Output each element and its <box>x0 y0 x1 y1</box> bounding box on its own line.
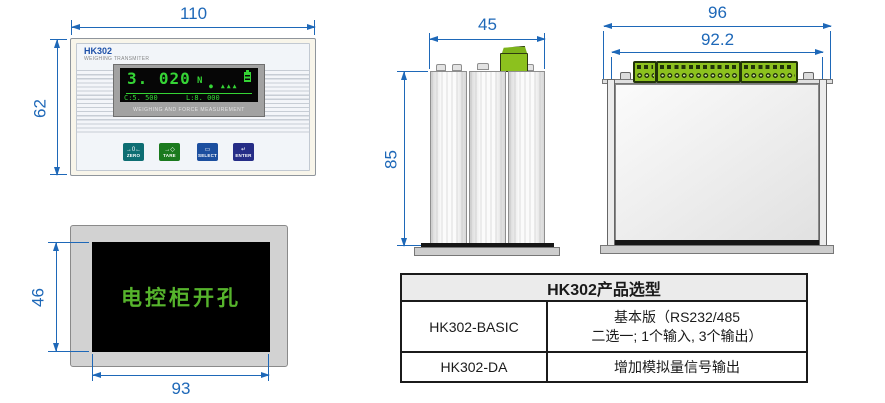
terminal-block-aux <box>740 61 798 83</box>
side-height-dimension-label: 85 <box>381 150 401 169</box>
screen-divider-line <box>126 93 252 94</box>
front-width-dimension-label: 110 <box>179 4 208 23</box>
select-button-label: SELECT <box>198 152 217 158</box>
extension-line <box>48 351 89 352</box>
side-height-dimension-line <box>401 71 407 247</box>
wire-slots <box>660 65 737 69</box>
mounting-tab <box>436 64 446 71</box>
cutout-height-dimension-label: 46 <box>28 288 48 307</box>
extension-line <box>50 39 67 40</box>
terminal-block-main <box>656 61 741 83</box>
rear-inner-dimension-line <box>611 49 824 55</box>
zero-button-label: ZERO <box>126 152 141 158</box>
zero-button[interactable]: →0← ZERO <box>123 143 144 161</box>
extension-line <box>48 242 89 243</box>
extension-line <box>397 71 428 72</box>
rear-outer-dimension-label: 96 <box>708 3 727 22</box>
product-selection-table: HK302产品选型 HK302-BASIC 基本版（RS232/485 二选一;… <box>400 273 808 383</box>
housing-rib-section <box>469 71 506 245</box>
zero-icon: →0← <box>125 146 142 153</box>
front-width-dimension-line <box>71 24 316 30</box>
limit-readout: L:8. 000 <box>186 94 220 102</box>
table-row: HK302-DA 增加模拟量信号输出 <box>402 353 806 381</box>
brand-label: HK302 <box>84 46 113 56</box>
bezel-caption: WEIGHING AND FORCE MEASUREMENT <box>133 107 245 113</box>
terminal-screws <box>659 71 738 80</box>
battery-icon <box>244 70 251 82</box>
extension-line <box>429 33 430 69</box>
tare-button-label: TARE <box>163 152 176 158</box>
description-line: 增加模拟量信号输出 <box>614 358 740 375</box>
led-screen <box>120 68 258 102</box>
description-cell: 基本版（RS232/485 二选一; 1个输入, 3个输出） <box>548 302 806 351</box>
terminal-screws <box>743 71 795 80</box>
rear-housing <box>615 84 819 241</box>
description-line: 二选一; 1个输入, 3个输出） <box>591 327 763 344</box>
extension-line <box>268 354 269 381</box>
extension-line <box>92 354 93 381</box>
tare-button[interactable]: →◇ TARE <box>159 143 180 161</box>
enter-icon: ↵ <box>240 146 247 153</box>
wire-slots <box>744 65 794 69</box>
side-rail <box>819 79 827 246</box>
weight-readout: 3. 020 <box>127 69 191 88</box>
housing-rib-section <box>508 71 545 245</box>
description-line: 基本版（RS232/485 <box>613 308 741 325</box>
cutout-width-dimension-line <box>92 372 270 378</box>
cutout-height-dimension-line <box>53 242 59 352</box>
terminal-screws <box>636 71 654 80</box>
enter-button[interactable]: ↵ ENTER <box>233 143 254 161</box>
tare-icon: →◇ <box>164 146 175 153</box>
mounting-tab <box>477 63 489 70</box>
base-plate <box>600 245 834 254</box>
cutout-label: 电控柜开孔 <box>121 287 241 310</box>
side-width-dimension-line <box>429 36 546 42</box>
front-height-dimension-line <box>54 39 60 176</box>
side-width-dimension-label: 45 <box>478 15 497 34</box>
extension-line <box>50 174 67 175</box>
model-cell: HK302-BASIC <box>402 302 548 351</box>
table-title: HK302产品选型 <box>402 275 806 302</box>
base-gasket <box>615 240 819 246</box>
extension-line <box>544 33 545 69</box>
terminal-connector <box>500 53 528 72</box>
mounting-tab <box>452 64 462 71</box>
cutout-opening: 电控柜开孔 <box>92 242 270 352</box>
rear-outer-dimension-line <box>603 23 832 29</box>
extension-line <box>830 31 831 79</box>
select-icon: ▭ <box>204 146 211 153</box>
cutout-width-dimension-label: 93 <box>171 379 191 398</box>
rear-inner-dimension-label: 92.2 <box>700 30 735 49</box>
channel-readout: C:5. 500 <box>124 94 158 102</box>
extension-line <box>603 31 604 79</box>
table-row: HK302-BASIC 基本版（RS232/485 二选一; 1个输入, 3个输… <box>402 302 806 353</box>
side-rail <box>607 79 615 246</box>
extension-line <box>611 57 612 79</box>
housing-rib-section <box>430 71 467 245</box>
enter-button-label: ENTER <box>235 152 252 158</box>
base-gasket <box>421 243 554 248</box>
description-cell: 增加模拟量信号输出 <box>548 353 806 381</box>
extension-line <box>822 57 823 79</box>
front-height-dimension-label: 62 <box>30 99 50 118</box>
base-plate <box>414 247 560 256</box>
terminal-block-small <box>633 61 657 83</box>
extension-line <box>71 20 72 35</box>
unit-label: N <box>197 76 203 86</box>
status-indicators: ● ▲▲▲ <box>209 82 239 90</box>
brand-subtitle: WEIGHING TRANSMITER <box>84 56 150 62</box>
extension-line <box>314 20 315 35</box>
model-cell: HK302-DA <box>402 353 548 381</box>
wire-slots <box>637 65 653 69</box>
extension-line <box>397 245 428 246</box>
select-button[interactable]: ▭ SELECT <box>197 143 218 161</box>
